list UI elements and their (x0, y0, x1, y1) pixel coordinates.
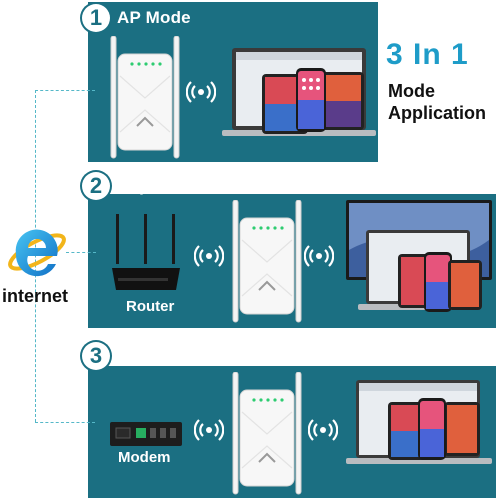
tablet-icon (322, 72, 364, 130)
mode-title: Router Mode (117, 346, 224, 365)
router-icon (112, 214, 180, 290)
smartphone-icon (424, 252, 452, 312)
internet-explorer-icon (8, 229, 66, 277)
router-mode-header: 3 Router Mode (82, 342, 223, 370)
wifi-extender-icon (232, 372, 302, 495)
router-label: Router (126, 298, 175, 315)
mode-title: AP Mode (117, 8, 191, 27)
tablet-icon (448, 260, 482, 310)
device-group (222, 48, 376, 136)
connector-repeater (66, 252, 96, 253)
wifi-signal-icon (304, 245, 334, 267)
wifi-signal-icon (194, 419, 224, 441)
device-group (346, 200, 492, 312)
mode-number-badge: 2 (82, 172, 110, 200)
ap-mode-header: 1 AP Mode (82, 4, 191, 32)
connector-ap (35, 90, 95, 91)
repeater-mode-header: 2 Repeater Mode (82, 172, 241, 200)
mode-number-badge: 3 (82, 342, 110, 370)
headline-line1: Mode (388, 81, 435, 101)
wifi-extender-icon (110, 36, 180, 159)
wifi-extender-icon (232, 200, 302, 323)
wifi-signal-icon (194, 245, 224, 267)
headline-title: 3 In 1 (386, 38, 469, 71)
wifi-signal-icon (186, 81, 216, 103)
smartphone-icon (418, 398, 446, 460)
connector-router (35, 422, 95, 423)
smartphone-icon (296, 68, 326, 132)
modem-label: Modem (118, 449, 171, 466)
device-group (346, 380, 492, 464)
internet-label: internet (2, 286, 69, 306)
headline-line2: Application (388, 103, 486, 123)
tablet-icon (444, 402, 480, 456)
wifi-signal-icon (308, 419, 338, 441)
modem-icon (110, 422, 182, 446)
headline-subtitle: Mode Application (388, 80, 486, 124)
mode-title: Repeater Mode (117, 176, 242, 195)
mode-number-badge: 1 (82, 4, 110, 32)
